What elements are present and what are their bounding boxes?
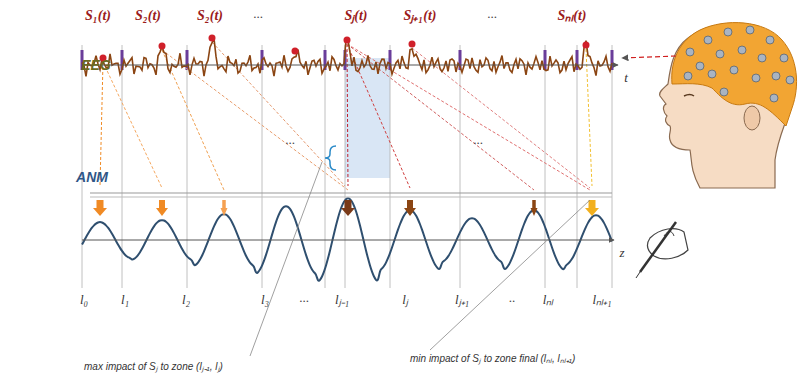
- peak-dot: [159, 43, 166, 50]
- electrode: [772, 72, 780, 80]
- boundary-label: lⱼ: [402, 293, 408, 307]
- impact-arrow: [221, 200, 228, 216]
- boundary-label: lⱼ₊₁: [455, 293, 469, 307]
- electrode: [770, 94, 778, 102]
- zone-boundary: [82, 45, 83, 288]
- segment-label: S₁(t): [85, 8, 111, 23]
- electrode: [786, 76, 794, 84]
- bracket: [325, 146, 336, 170]
- segment-label: Sₙₗ(t): [558, 8, 587, 23]
- ellipsis: ...: [253, 7, 263, 21]
- electrode: [708, 70, 716, 78]
- time-axis: [82, 65, 618, 66]
- influence-arrow: [103, 62, 162, 188]
- electrode: [730, 66, 738, 74]
- influence-arrow: [586, 49, 592, 186]
- peak-dot: [292, 48, 299, 55]
- eye: [684, 95, 694, 97]
- segment-label: Sⱼ(t): [345, 8, 368, 23]
- leader-line: [430, 200, 590, 350]
- electrode: [746, 26, 754, 34]
- guide-line: [90, 197, 612, 198]
- impact-arrow: [404, 200, 416, 216]
- boundary-label: l₃: [261, 293, 269, 307]
- guide-line: [90, 193, 612, 194]
- influence-arrow: [100, 62, 103, 186]
- boundary-label: l₀: [80, 293, 88, 307]
- electrode: [738, 46, 746, 54]
- boundary-label: l₁: [121, 293, 129, 307]
- hand-with-pen: [636, 222, 688, 278]
- impact-arrow: [156, 200, 168, 216]
- impact-arrow: [93, 200, 107, 216]
- ellipsis: ...: [299, 291, 309, 305]
- ellipsis: ...: [285, 133, 295, 147]
- highlight-zone: [345, 58, 390, 178]
- peak-dot: [209, 35, 216, 42]
- influence-arrow: [347, 44, 590, 190]
- boundary-label: lₙₗ₊₁: [592, 293, 611, 307]
- peak-dot: [344, 37, 351, 44]
- electrode: [696, 62, 704, 70]
- leader-line: [250, 162, 322, 356]
- signal-name: EEG: [81, 58, 111, 73]
- zone-boundary: [345, 45, 346, 288]
- zone-boundary: [612, 45, 613, 288]
- zone-boundary: [262, 45, 263, 288]
- peak-dot: [583, 42, 590, 49]
- pen-tip: [636, 272, 640, 278]
- impact-arrow: [531, 200, 538, 216]
- zone-boundary: [325, 45, 326, 288]
- annotation: min impact of Sⱼ to zone final (lₙₗ, lₙₗ…: [408, 353, 577, 364]
- boundary-label: lⱼ₋₁: [335, 293, 349, 307]
- axis-label: t: [624, 71, 628, 85]
- electrode: [686, 48, 694, 56]
- ellipsis: ...: [487, 7, 497, 21]
- zone-boundary: [187, 45, 188, 288]
- electrode: [752, 74, 760, 82]
- eeg-signal: [82, 38, 612, 76]
- ellipsis: ..: [509, 291, 516, 305]
- electrode: [684, 72, 692, 80]
- ellipsis: ...: [473, 133, 483, 147]
- influence-arrow: [162, 50, 224, 190]
- segment-label: Sⱼ₊₁(t): [404, 8, 437, 23]
- boundary-label: l₂: [182, 293, 190, 307]
- zone-boundary: [545, 45, 546, 288]
- annotation: max impact of Sⱼ to zone (lⱼ₋₁, lⱼ): [82, 361, 225, 372]
- ear: [744, 106, 760, 130]
- zone-boundary: [460, 45, 461, 288]
- signal-name: ANM: [76, 170, 108, 185]
- axis-label: z: [619, 246, 624, 260]
- boundary-label: lₙₗ: [543, 293, 554, 307]
- pen: [640, 222, 676, 272]
- z-axis: [82, 240, 614, 241]
- electrode: [780, 54, 788, 62]
- peak-dot: [409, 41, 416, 48]
- eeg-cap: [672, 23, 797, 126]
- electrode: [766, 36, 774, 44]
- electrode: [704, 36, 712, 44]
- electrode: [720, 88, 728, 96]
- segment-label: S₂(t): [135, 8, 161, 23]
- recording-arrow: [622, 56, 676, 58]
- impact-arrow: [341, 200, 355, 216]
- segment-label: S₂(t): [197, 8, 223, 23]
- electrode: [716, 50, 724, 58]
- electrode: [758, 54, 766, 62]
- electrode: [724, 28, 732, 36]
- influence-arrow: [412, 48, 590, 188]
- head-illustration: [660, 23, 797, 188]
